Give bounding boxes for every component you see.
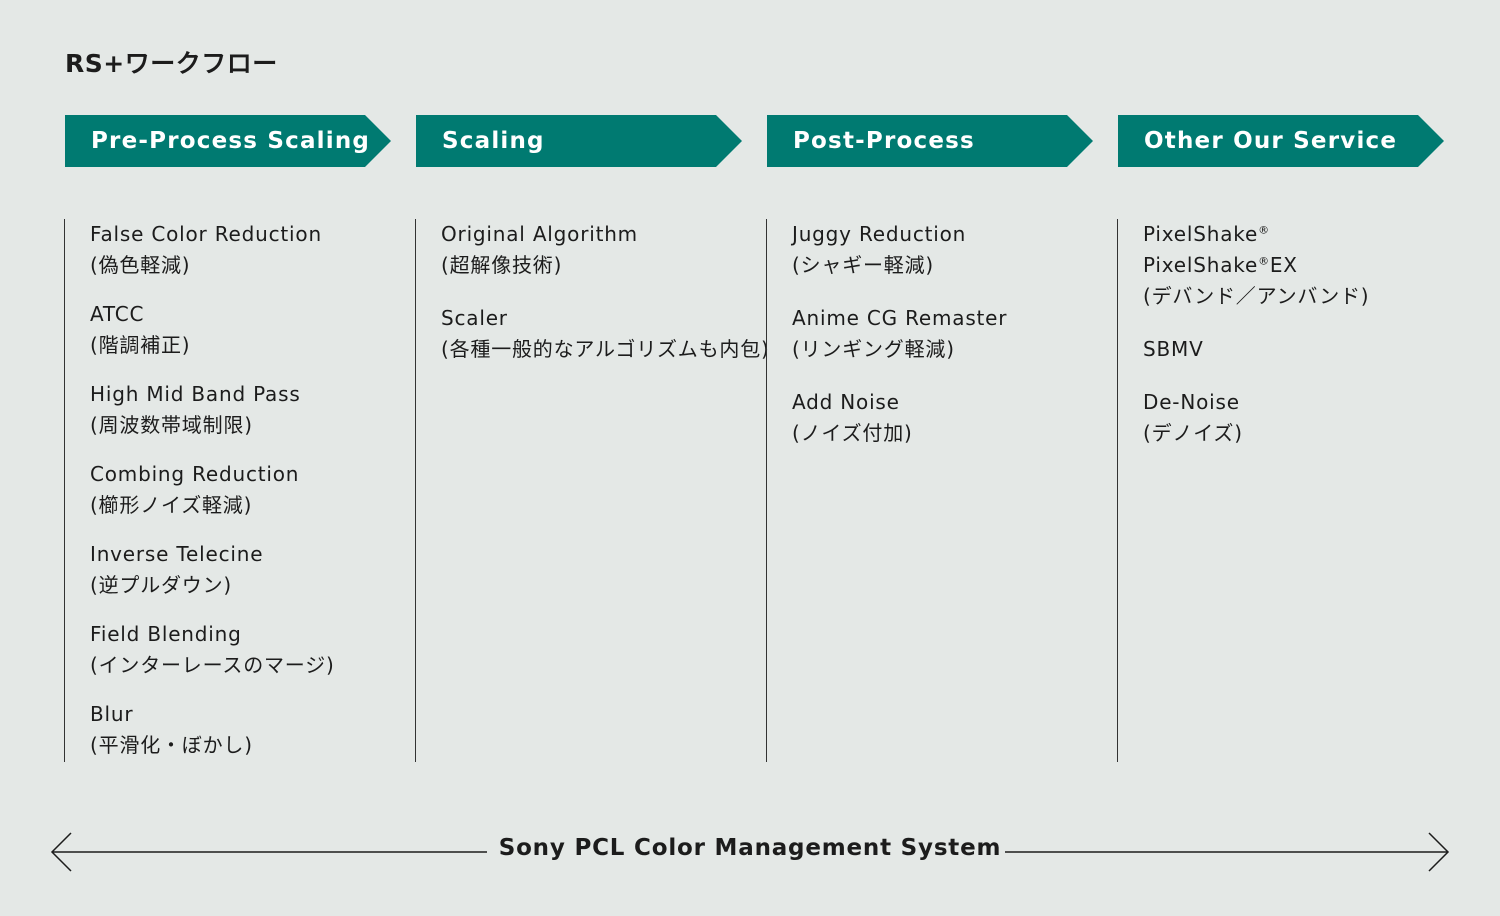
item-description: (逆プルダウン) xyxy=(90,573,233,597)
item-name: Combing Reduction xyxy=(90,462,300,486)
item-name: SBMV xyxy=(1143,337,1204,361)
arrow-head-left-icon xyxy=(50,832,72,872)
item-description: (櫛形ノイズ軽減) xyxy=(90,493,253,517)
item-description: (周波数帯域制限) xyxy=(90,413,253,437)
stage-header-post-process: Post-Process xyxy=(767,115,1093,167)
item-name: High Mid Band Pass xyxy=(90,382,301,406)
list-item: Field Blending (インターレースのマージ) xyxy=(90,619,335,681)
list-item: Scaler (各種一般的なアルゴリズムも内包) xyxy=(441,303,770,365)
item-name-pixelshake-ex: PixelShake®EX xyxy=(1143,253,1298,277)
registered-mark: ® xyxy=(1258,223,1270,237)
item-name: Scaler xyxy=(441,306,508,330)
item-name: Inverse Telecine xyxy=(90,542,264,566)
column-post-process: Juggy Reduction (シャギー軽減) Anime CG Remast… xyxy=(766,219,1007,762)
item-name: Anime CG Remaster xyxy=(792,306,1008,330)
item-description: (超解像技術) xyxy=(441,253,563,277)
item-name: ATCC xyxy=(90,302,145,326)
item-description: (階調補正) xyxy=(90,333,191,357)
list-item: SBMV xyxy=(1143,334,1369,365)
item-description: (デバンド／アンバンド) xyxy=(1143,284,1370,308)
item-name: De-Noise xyxy=(1143,390,1240,414)
system-span-arrow xyxy=(50,832,1450,872)
system-label: Sony PCL Color Management System xyxy=(498,835,1002,861)
item-description: (デノイズ) xyxy=(1143,421,1243,445)
list-item: Combing Reduction (櫛形ノイズ軽減) xyxy=(90,459,335,521)
list-item: Juggy Reduction (シャギー軽減) xyxy=(792,219,1007,281)
item-description: (インターレースのマージ) xyxy=(90,653,335,677)
item-name: Juggy Reduction xyxy=(792,222,967,246)
page-title: RS+ワークフロー xyxy=(65,49,278,78)
column-pre-process-scaling: False Color Reduction (偽色軽減) ATCC (階調補正)… xyxy=(64,219,335,762)
item-description: (ノイズ付加) xyxy=(792,421,913,445)
stage-header-pre-process-scaling: Pre-Process Scaling xyxy=(65,115,391,167)
stage-header-other-service: Other Our Service xyxy=(1118,115,1444,167)
list-item: Inverse Telecine (逆プルダウン) xyxy=(90,539,335,601)
item-description: (シャギー軽減) xyxy=(792,253,935,277)
list-item: False Color Reduction (偽色軽減) xyxy=(90,219,335,281)
list-item: De-Noise (デノイズ) xyxy=(1143,387,1369,449)
item-description: (リンギング軽減) xyxy=(792,337,955,361)
registered-mark: ® xyxy=(1258,254,1270,268)
stage-header-scaling: Scaling xyxy=(416,115,742,167)
list-item: PixelShake® PixelShake®EX (デバンド／アンバンド) xyxy=(1143,219,1369,312)
item-name: False Color Reduction xyxy=(90,222,322,246)
item-description: (偽色軽減) xyxy=(90,253,191,277)
arrow-head-right-icon xyxy=(1428,832,1450,872)
item-name-pixelshake: PixelShake® xyxy=(1143,222,1270,246)
list-item: Original Algorithm (超解像技術) xyxy=(441,219,770,281)
item-name: Field Blending xyxy=(90,622,242,646)
item-name: Blur xyxy=(90,702,134,726)
column-other-service: PixelShake® PixelShake®EX (デバンド／アンバンド) S… xyxy=(1117,219,1369,762)
item-description: (各種一般的なアルゴリズムも内包) xyxy=(441,337,770,361)
list-item: Anime CG Remaster (リンギング軽減) xyxy=(792,303,1007,365)
item-name: Add Noise xyxy=(792,390,900,414)
list-item: ATCC (階調補正) xyxy=(90,299,335,361)
item-name: Original Algorithm xyxy=(441,222,638,246)
list-item: Add Noise (ノイズ付加) xyxy=(792,387,1007,449)
column-scaling: Original Algorithm (超解像技術) Scaler (各種一般的… xyxy=(415,219,770,762)
list-item: Blur (平滑化・ぼかし) xyxy=(90,699,335,761)
list-item: High Mid Band Pass (周波数帯域制限) xyxy=(90,379,335,441)
item-description: (平滑化・ぼかし) xyxy=(90,733,253,757)
